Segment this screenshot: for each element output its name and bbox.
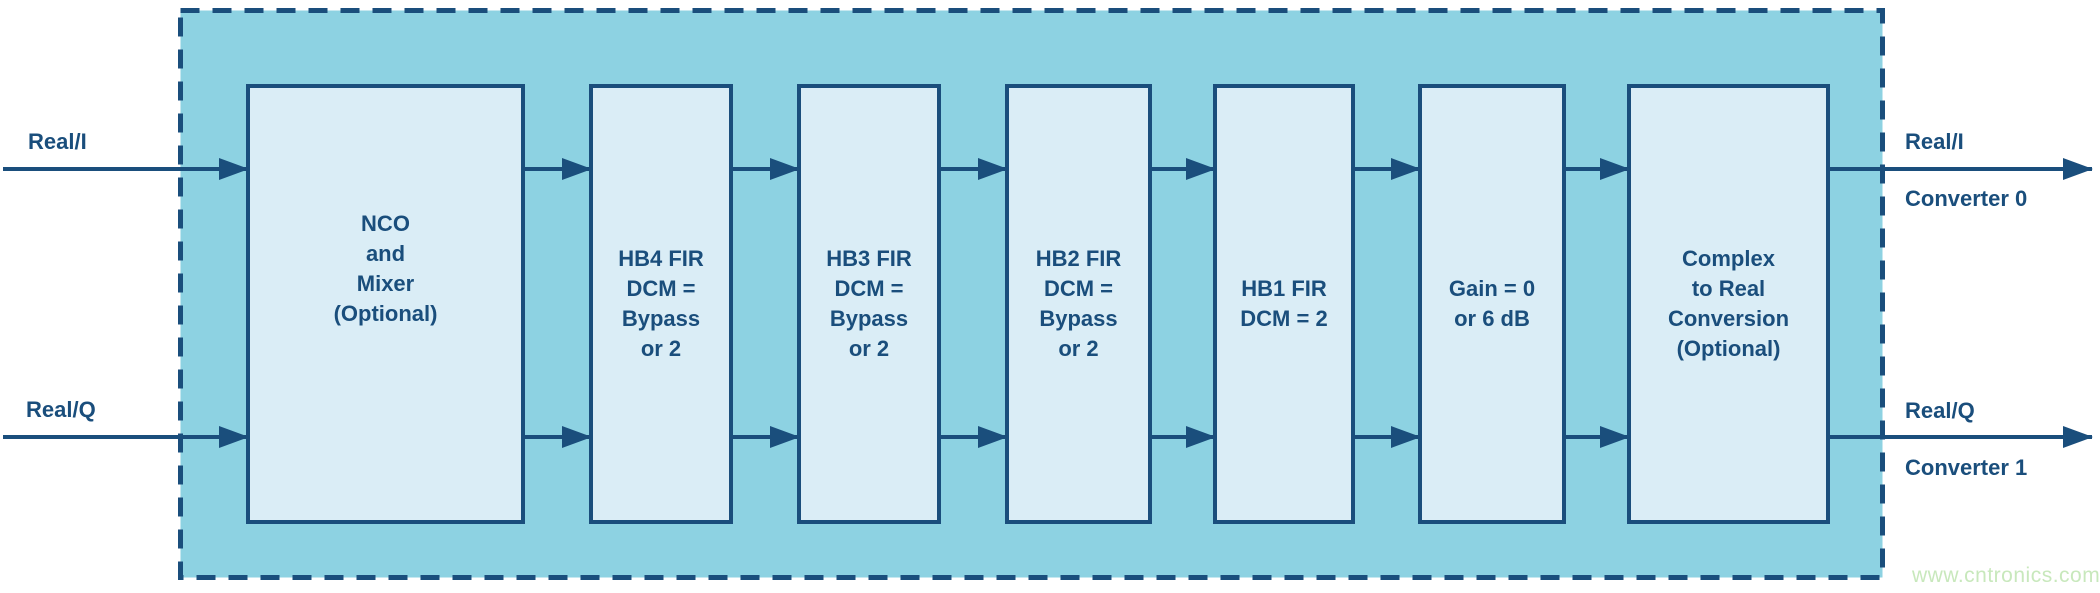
block-complex-to-real-label: Complex to Real Conversion (Optional)	[1667, 246, 1790, 361]
output-label-converter-1: Converter 1	[1905, 455, 2028, 480]
watermark: www.cntronics.com	[1912, 564, 2100, 587]
block-nco-mixer: NCO and Mixer (Optional)	[246, 84, 525, 524]
output-label-real-i: Real/I	[1905, 129, 1964, 154]
output-label-real-q: Real/Q	[1905, 398, 1975, 423]
block-hb2-fir: HB2 FIR DCM = Bypass or 2	[1005, 84, 1152, 524]
block-hb3-fir: HB3 FIR DCM = Bypass or 2	[797, 84, 941, 524]
output-label-converter-0: Converter 0	[1905, 186, 2028, 211]
block-hb1-fir: HB1 FIR DCM = 2	[1213, 84, 1355, 524]
block-hb1-fir-label: HB1 FIR DCM = 2	[1240, 276, 1328, 331]
block-hb4-fir-label: HB4 FIR DCM = Bypass or 2	[618, 246, 704, 361]
block-hb4-fir: HB4 FIR DCM = Bypass or 2	[589, 84, 733, 524]
block-hb3-fir-label: HB3 FIR DCM = Bypass or 2	[826, 246, 912, 361]
block-gain: Gain = 0 or 6 dB	[1418, 84, 1566, 524]
input-label-real-i: Real/I	[28, 129, 87, 154]
block-nco-mixer-label: NCO and Mixer (Optional)	[333, 211, 438, 326]
block-complex-to-real: Complex to Real Conversion (Optional)	[1627, 84, 1830, 524]
block-hb2-fir-label: HB2 FIR DCM = Bypass or 2	[1035, 246, 1122, 361]
block-gain-label: Gain = 0 or 6 dB	[1448, 276, 1536, 331]
input-label-real-q: Real/Q	[26, 397, 96, 422]
